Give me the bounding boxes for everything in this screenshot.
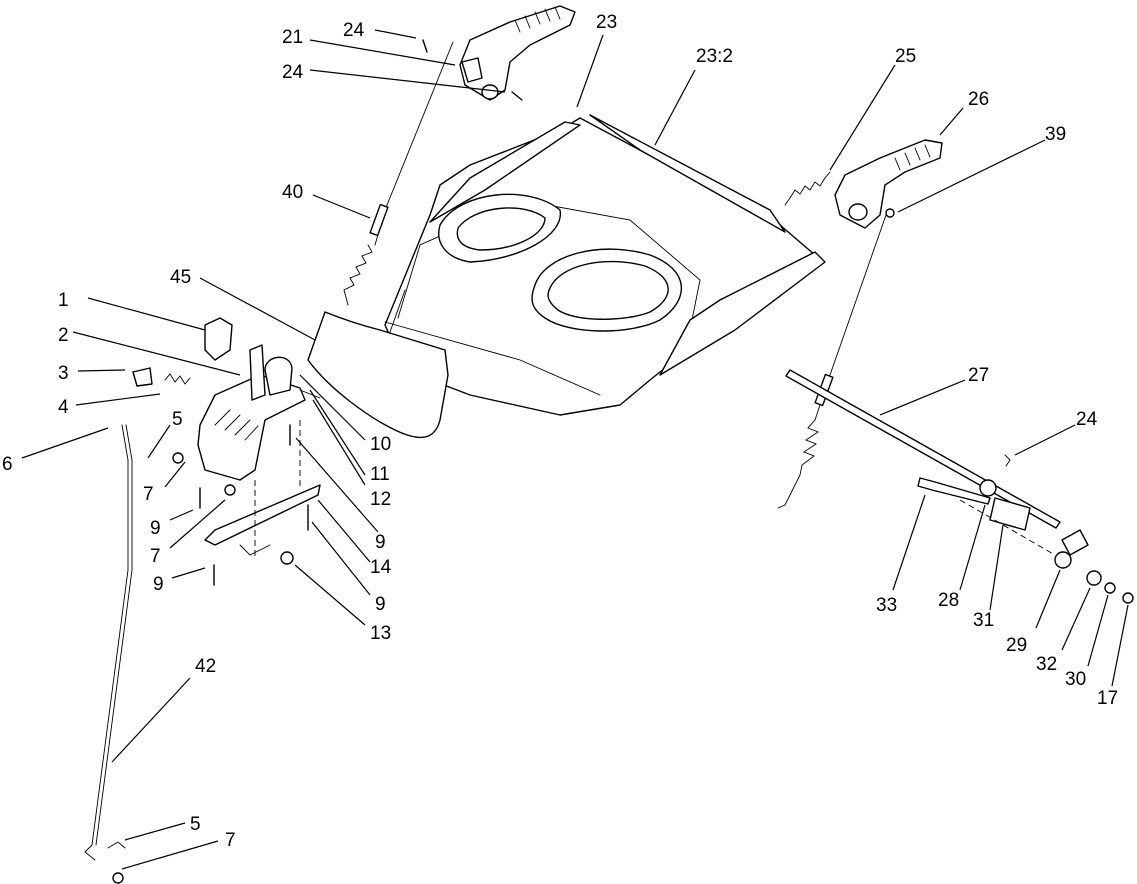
callout-24: 24 (1076, 409, 1098, 430)
callout-labels: 1 2 3 4 5 6 7 9 7 9 42 5 7 45 10 11 12 9… (2, 12, 1118, 851)
shift-lever-assembly (132, 317, 321, 481)
callout-42: 42 (195, 656, 216, 677)
callout-26: 26 (968, 89, 989, 110)
shaft-27 (785, 369, 1134, 604)
callout-6: 6 (2, 454, 13, 475)
callout-23: 23 (596, 12, 617, 33)
callout-27: 27 (968, 365, 989, 386)
callout-24: 24 (343, 20, 365, 41)
callout-9: 9 (153, 574, 164, 595)
cable-40 (343, 41, 454, 306)
left-handle-grip (459, 5, 576, 101)
callout-32: 32 (1036, 654, 1057, 675)
callout-29: 29 (1006, 635, 1027, 656)
callout-7: 7 (150, 546, 161, 567)
callout-33: 33 (876, 595, 897, 616)
spring-25 (784, 171, 831, 206)
control-panel-console (379, 114, 826, 416)
bracket-14 (204, 420, 321, 560)
right-handle-grip (834, 139, 943, 229)
callout-23-2: 23:2 (696, 46, 733, 67)
callout-7: 7 (143, 484, 154, 505)
shield-panel (307, 311, 449, 439)
callout-12: 12 (370, 489, 391, 510)
leader-lines (21, 29, 1129, 870)
callout-28: 28 (938, 590, 959, 611)
callout-25: 25 (895, 46, 916, 67)
callout-14: 14 (370, 557, 392, 578)
callout-30: 30 (1065, 669, 1086, 690)
callout-3: 3 (58, 363, 69, 384)
callout-21: 21 (282, 27, 303, 48)
callout-9: 9 (375, 532, 386, 553)
callout-11: 11 (370, 464, 390, 485)
callout-9: 9 (375, 594, 386, 615)
callout-7: 7 (225, 830, 236, 851)
callout-24: 24 (282, 62, 304, 83)
callout-17: 17 (1097, 688, 1118, 709)
callout-10: 10 (370, 434, 391, 455)
callout-9: 9 (150, 518, 161, 539)
callout-40: 40 (282, 182, 303, 203)
fasteners-left (172, 424, 309, 586)
callout-1: 1 (58, 290, 69, 311)
callout-31: 31 (973, 610, 994, 631)
callout-2: 2 (58, 325, 69, 346)
callout-39: 39 (1045, 124, 1066, 145)
callout-4: 4 (58, 397, 69, 418)
callout-5: 5 (190, 814, 201, 835)
pins-24-left (422, 39, 523, 101)
shift-rod-42 (84, 424, 133, 884)
callout-45: 45 (170, 267, 191, 288)
callout-5: 5 (172, 409, 183, 430)
callout-13: 13 (370, 623, 391, 644)
